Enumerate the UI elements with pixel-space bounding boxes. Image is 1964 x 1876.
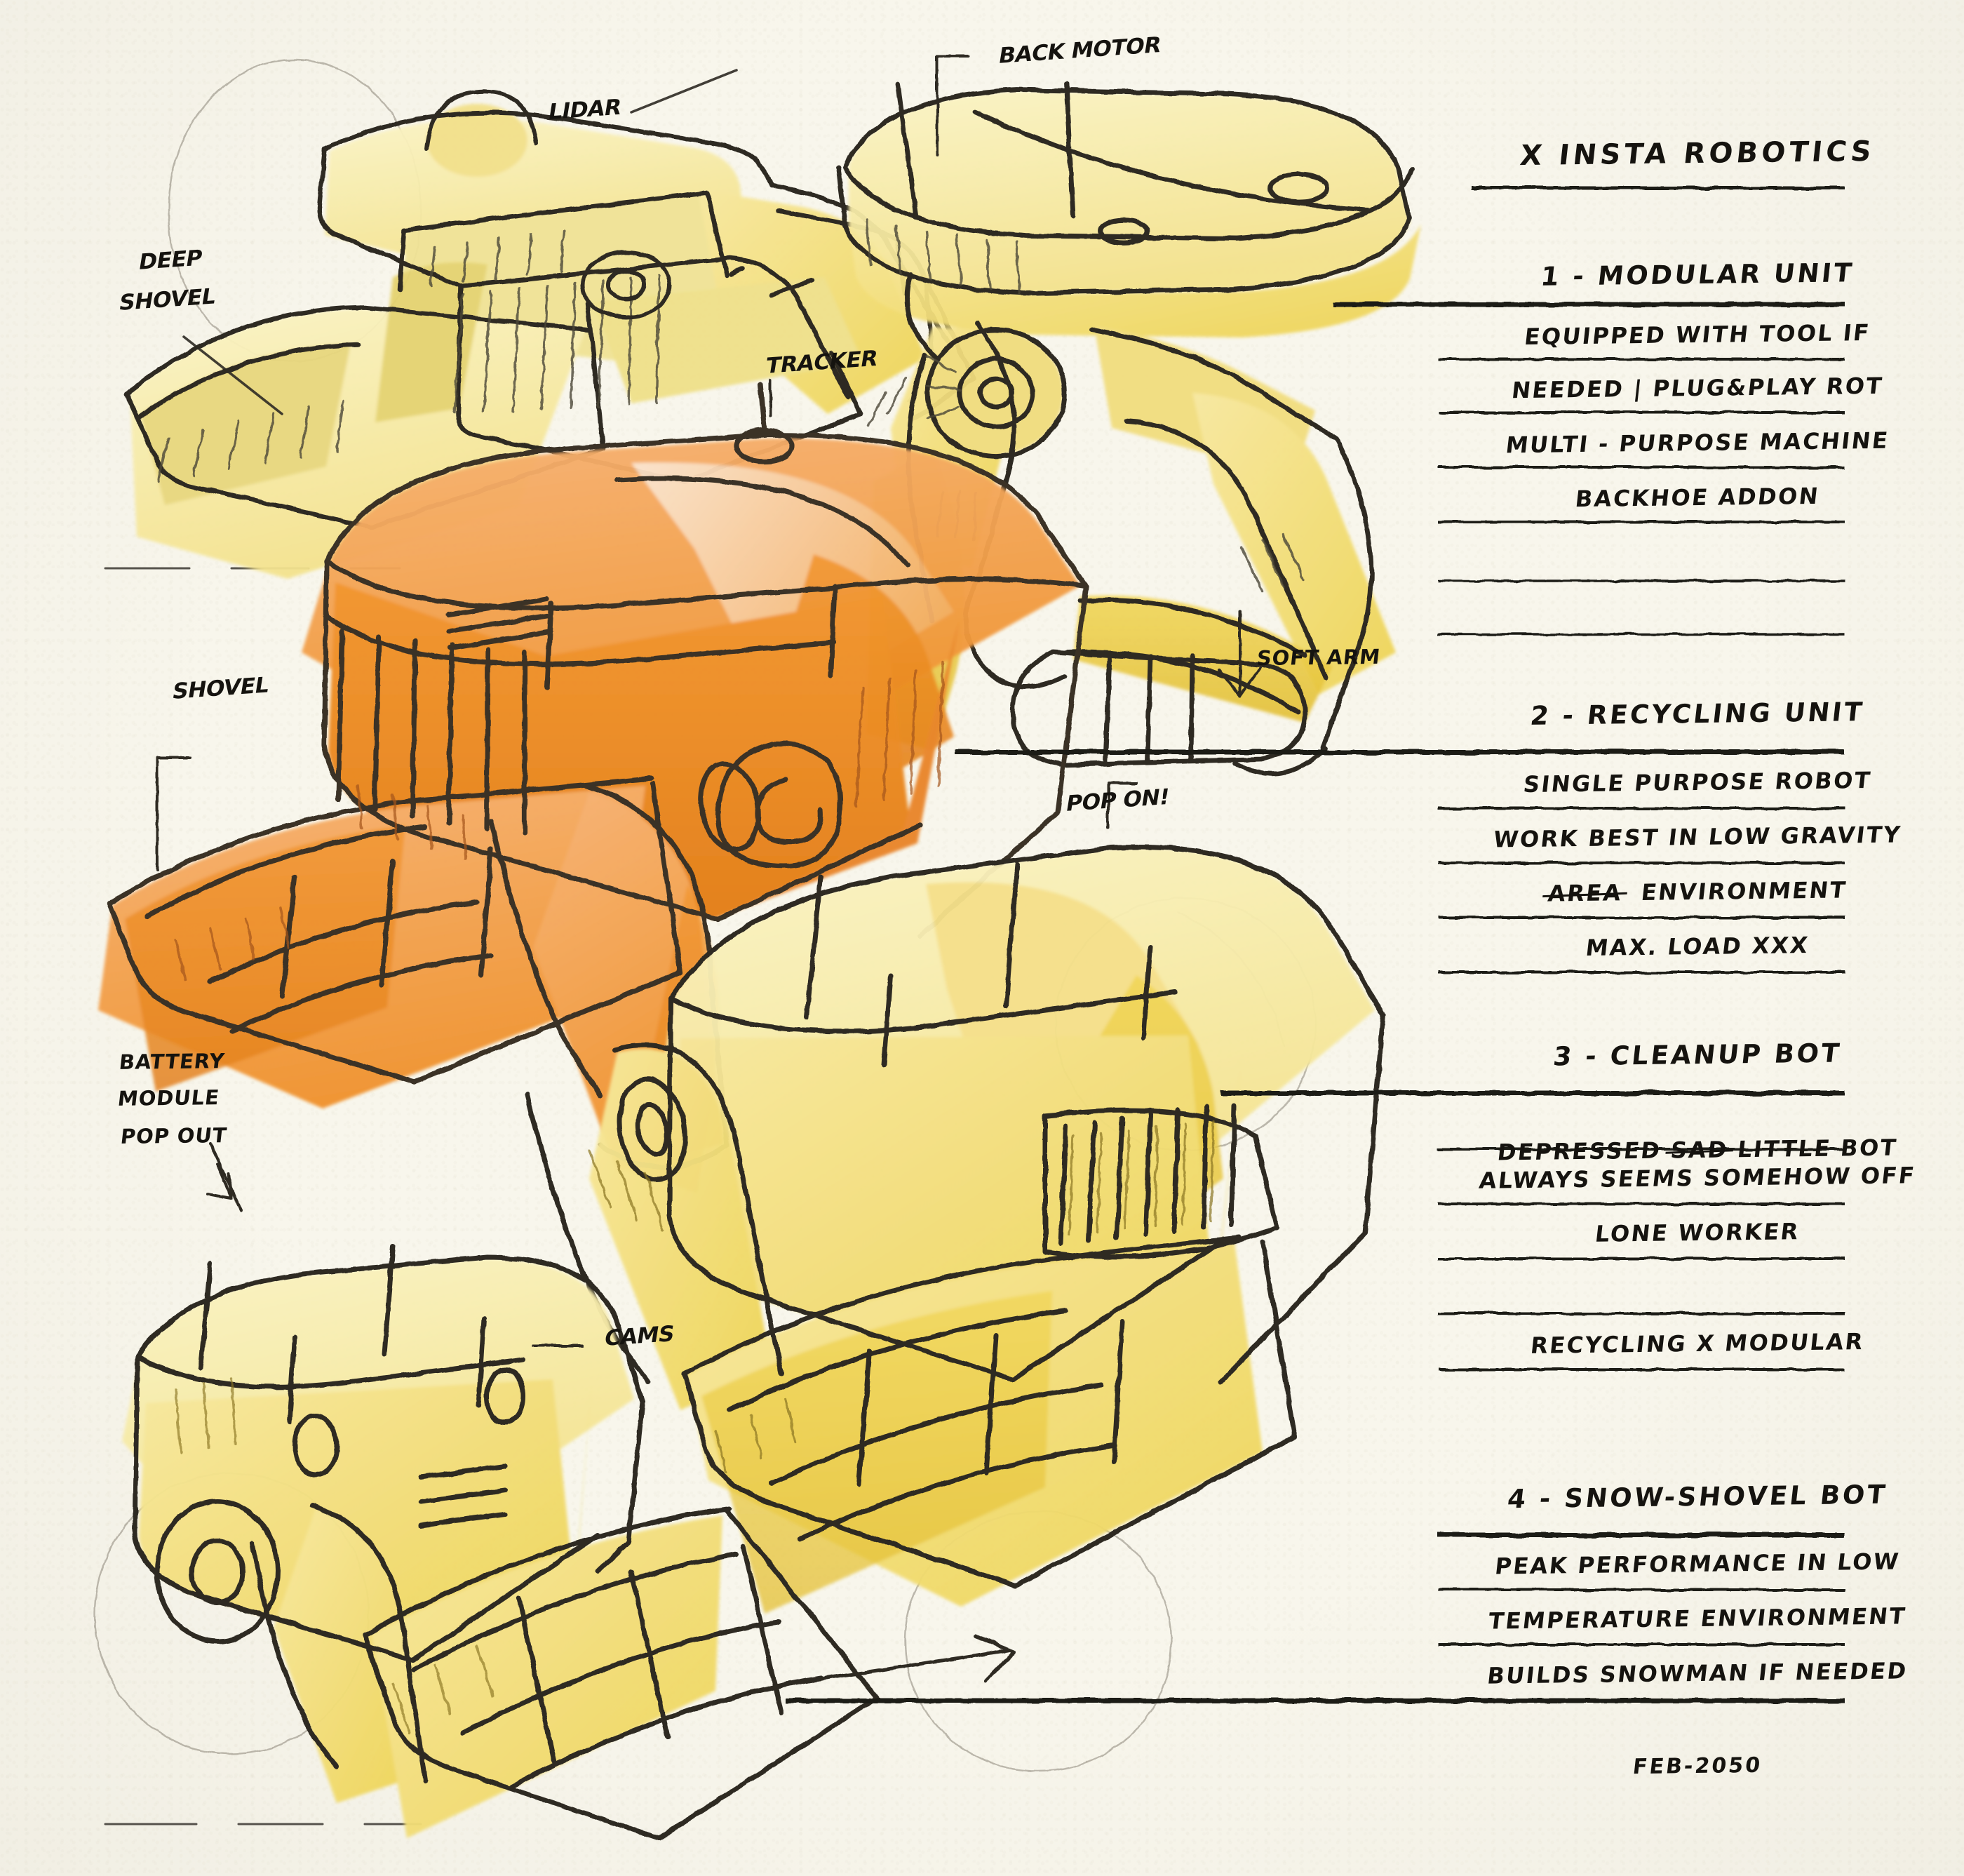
section-3-line-2: ALWAYS SEEMS SOMEHOW OFF (1477, 1162, 1918, 1194)
section-3-line-1-text: DEPRESSED (1495, 1137, 1663, 1166)
section-5-line-2: TEMPERATURE ENVIRONMENT (1487, 1602, 1908, 1635)
lidar-dome (424, 88, 538, 151)
section-2-line-2: WORK BEST IN LOW GRAVITY (1492, 821, 1903, 853)
struck-word-sad: SAD (1669, 1136, 1730, 1164)
deep-shovel-hatch (157, 229, 926, 484)
callout-cams: CAMS (603, 1321, 676, 1351)
section-2-line-4: MAX. LOAD XXX (1584, 932, 1811, 961)
callout-battery-1: BATTERY (118, 1049, 227, 1074)
cam-lens (484, 1367, 526, 1426)
callout-deep-shovel-1: DEEP (137, 245, 204, 275)
callout-deep-shovel-2: SHOVEL (117, 283, 217, 316)
section-1-line-2: NEEDED | PLUG&PLAY ROT (1510, 372, 1885, 404)
shovel-leader (156, 756, 192, 871)
callout-battery-2: MODULE (116, 1085, 221, 1111)
section-1-line-1: EQUIPPED WITH TOOL IF (1523, 319, 1872, 351)
section-4-crossover: RECYCLING X MODULAR (1529, 1328, 1866, 1359)
deep-shovel-leader (182, 335, 283, 415)
callout-lidar: LIDAR (546, 94, 624, 125)
section-3-line-1-tail: LITTLE BOT (1736, 1134, 1899, 1163)
cleanup-bot (525, 844, 1386, 1614)
section-3-line-1: DEPRESSED SAD LITTLE BOT (1429, 1133, 1964, 1166)
sheet-date: FEB-2050 (1632, 1753, 1763, 1780)
section-2-line-3: AREA ENVIRONMENT (1429, 875, 1964, 908)
callout-soft-arm: SOFT ARM (1255, 644, 1382, 671)
snow-shovel-bot (122, 1243, 1016, 1841)
lidar-leader (630, 69, 738, 114)
modular-unit-outline (835, 81, 1415, 777)
struck-word-area: AREA (1546, 879, 1624, 907)
direction-arrow (769, 1634, 1016, 1689)
cleanup-hatch (588, 1120, 1215, 1475)
recycling-hatch (174, 661, 944, 981)
section-3-line-3: LONE WORKER (1594, 1218, 1801, 1247)
spec-column: X INSTA ROBOTICS 1 - MODULAR UNIT EQUIPP… (1431, 0, 1964, 1876)
brand-title: X INSTA ROBOTICS (1518, 135, 1877, 173)
pop-on-leader (1107, 782, 1138, 829)
callout-leaders (156, 55, 1261, 1347)
section-5-line-1: PEAK PERFORMANCE IN LOW (1493, 1548, 1902, 1580)
section-1-title: 1 - MODULAR UNIT (1539, 257, 1856, 292)
section-2-line-3-text: ENVIRONMENT (1639, 876, 1849, 906)
soft-arm-leader (1218, 610, 1261, 697)
section-1-line-4: BACKHOE ADDON (1573, 482, 1822, 513)
callout-battery-3: POP OUT (119, 1123, 229, 1148)
section-2-line-1: SINGLE PURPOSE ROBOT (1521, 766, 1874, 798)
section-3-title: 3 - CLEANUP BOT (1552, 1038, 1843, 1072)
section-1-line-3: MULTI - PURPOSE MACHINE (1504, 427, 1891, 459)
front-wheel (581, 250, 672, 319)
modular-unit-bot (835, 81, 1421, 777)
cleanup-outline (525, 844, 1386, 1588)
section-5-title: 4 - SNOW-SHOVEL BOT (1505, 1479, 1890, 1515)
battery-arrow (206, 1142, 243, 1212)
section-5-line-3: BUILDS SNOWMAN IF NEEDED (1486, 1657, 1909, 1689)
section-2-title: 2 - RECYCLING UNIT (1528, 697, 1867, 731)
back-motor-leader (936, 55, 969, 156)
rear-wheel (154, 1499, 281, 1644)
